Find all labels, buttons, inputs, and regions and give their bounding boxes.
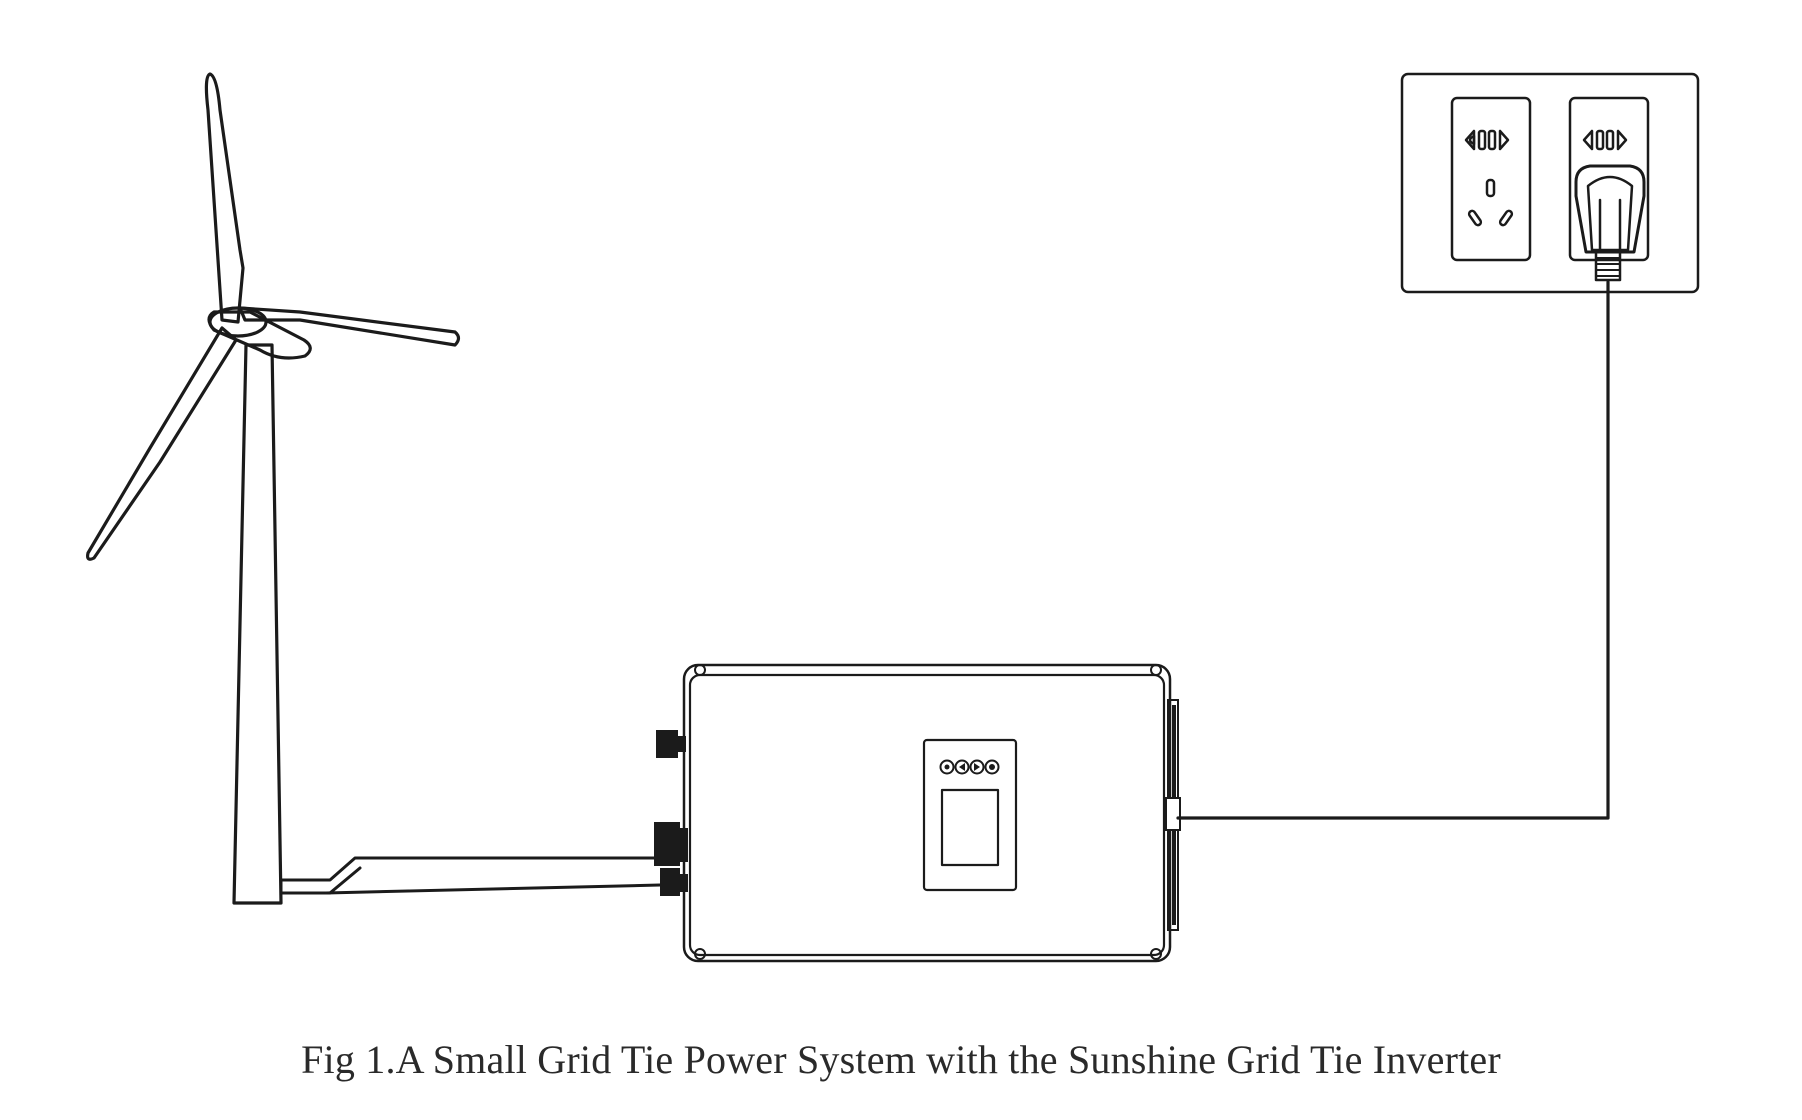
- ok-button-icon: [984, 759, 1000, 775]
- plug-icon: [1574, 164, 1646, 282]
- inverter-outer-case: [682, 663, 1172, 963]
- inverter-control-panel: [922, 738, 1018, 892]
- turbine-cable: [279, 856, 662, 895]
- left-arrow-button-icon: [954, 759, 970, 775]
- turbine-hub: [208, 306, 268, 338]
- inverter-inner-case: [688, 673, 1166, 957]
- right-arrow-button-icon: [969, 759, 985, 775]
- ac-cable: [1176, 280, 1610, 820]
- wall-socket-icon: [1400, 72, 1700, 294]
- turbine-tower: [232, 343, 283, 905]
- inverter-lcd-screen: [940, 788, 1000, 867]
- dc-input-connector-top: [656, 730, 686, 758]
- socket-left: [1450, 96, 1532, 262]
- power-button-icon: [939, 759, 955, 775]
- figure-caption: Fig 1.A Small Grid Tie Power System with…: [301, 1037, 1501, 1082]
- turbine-blade-upper: [204, 72, 245, 324]
- socket-right: [1568, 96, 1650, 262]
- inverter-icon: [654, 663, 1181, 963]
- wind-turbine-icon: [86, 72, 461, 905]
- wall-plate: [1400, 72, 1700, 294]
- ac-output-terminals: [1165, 699, 1181, 931]
- turbine-blade-lower: [86, 326, 238, 561]
- turbine-blade-right: [238, 306, 461, 347]
- dc-input-connector-bottom: [654, 822, 688, 896]
